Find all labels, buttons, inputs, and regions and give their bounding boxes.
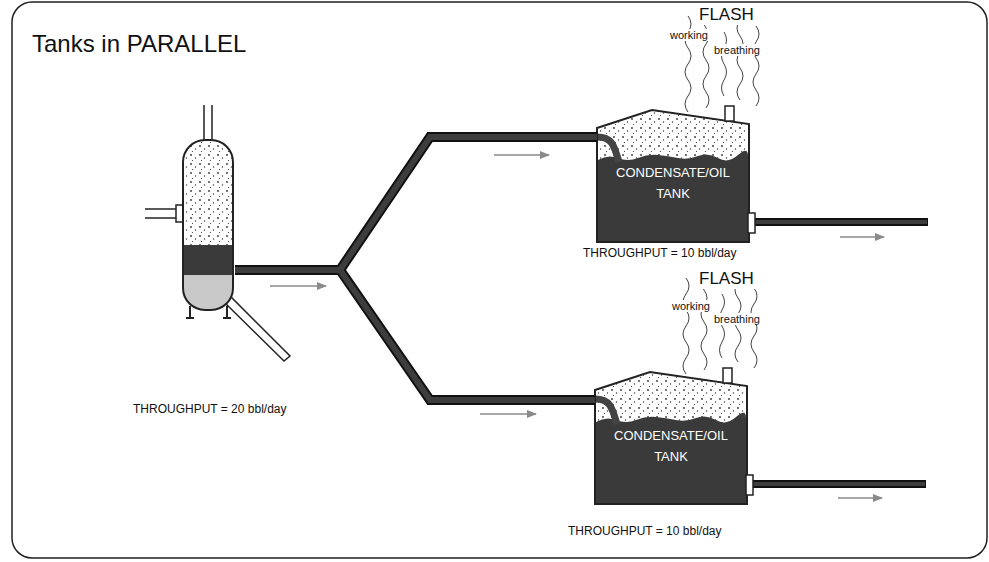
pipe [235, 137, 597, 270]
separator-vessel: THROUGHPUT = 20 bbl/day [183, 140, 235, 310]
separator-vessel [145, 105, 290, 361]
tank-label: CONDENSATE/OIL TANK [607, 425, 735, 468]
condensate-tank: CONDENSATE/OIL TANKTHROUGHPUT = 10 bbl/d… [595, 368, 747, 506]
storage-tank [595, 272, 926, 504]
tank-label: CONDENSATE/OIL TANK [609, 162, 737, 205]
emission-label: breathing [712, 313, 762, 325]
flow-arrow [270, 155, 884, 498]
flash-label: FLASH [697, 270, 756, 289]
frame [12, 2, 987, 558]
diagram-title: Tanks in PARALLEL [32, 30, 246, 58]
condensate-tank: CONDENSATE/OIL TANKTHROUGHPUT = 10 bbl/d… [597, 106, 749, 242]
pipe [235, 270, 595, 400]
throughput-label: THROUGHPUT = 20 bbl/day [133, 402, 287, 416]
emission-label: working [670, 300, 712, 312]
pipe-core [235, 270, 595, 400]
flash-label: FLASH [697, 6, 756, 25]
emission-label: working [668, 29, 710, 41]
pipe-core [235, 137, 597, 270]
emission-label: breathing [712, 44, 762, 56]
throughput-label: THROUGHPUT = 10 bbl/day [583, 246, 737, 260]
storage-tank [597, 10, 928, 242]
throughput-label: THROUGHPUT = 10 bbl/day [568, 524, 722, 538]
